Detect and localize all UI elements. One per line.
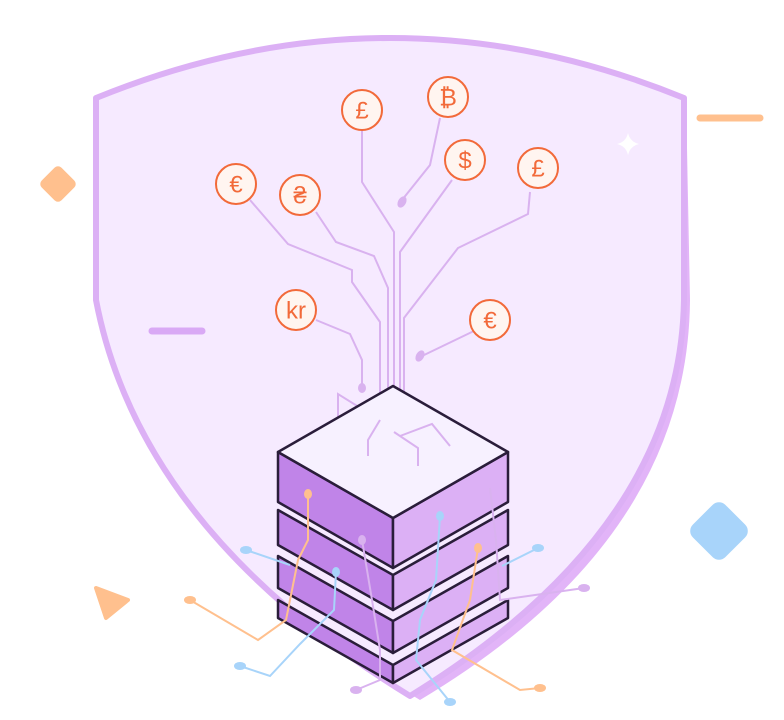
server-layer-2 xyxy=(276,508,510,612)
hryvnia-coin-icon: ₴ xyxy=(279,174,321,216)
server-layer-3 xyxy=(276,554,510,655)
dollar-coin-icon: $ xyxy=(444,139,486,181)
svg-text:$: $ xyxy=(458,148,471,175)
svg-text:€: € xyxy=(229,172,243,199)
euro-coin-icon: € xyxy=(469,299,511,341)
pound-coin-icon: £ xyxy=(341,89,383,131)
server-stack xyxy=(276,384,510,685)
wire-end-dots xyxy=(184,489,590,706)
server-top-traces xyxy=(367,419,451,466)
svg-text:₴: ₴ xyxy=(293,183,307,210)
euro-coin-icon: € xyxy=(215,163,257,205)
server-top-face xyxy=(276,384,510,520)
orange-diamond-decoration xyxy=(40,166,76,202)
krona-coin-icon: kr xyxy=(275,289,317,331)
server-layer-4 xyxy=(276,598,510,685)
sparkle-icon xyxy=(617,133,639,155)
svg-text:kr: kr xyxy=(286,298,306,325)
svg-text:₿: ₿ xyxy=(439,85,457,112)
orange-triangle-decoration xyxy=(94,586,130,620)
colored-wires xyxy=(189,487,585,703)
pound-coin-icon: £ xyxy=(517,147,559,189)
svg-text:£: £ xyxy=(355,98,368,125)
blue-diamond-decoration xyxy=(690,502,748,560)
currency-coins: £ ₿ € ₴ $ £ kr € xyxy=(215,76,559,341)
svg-text:£: £ xyxy=(531,156,544,183)
svg-text:€: € xyxy=(483,308,497,335)
bitcoin-coin-icon: ₿ xyxy=(427,76,469,118)
